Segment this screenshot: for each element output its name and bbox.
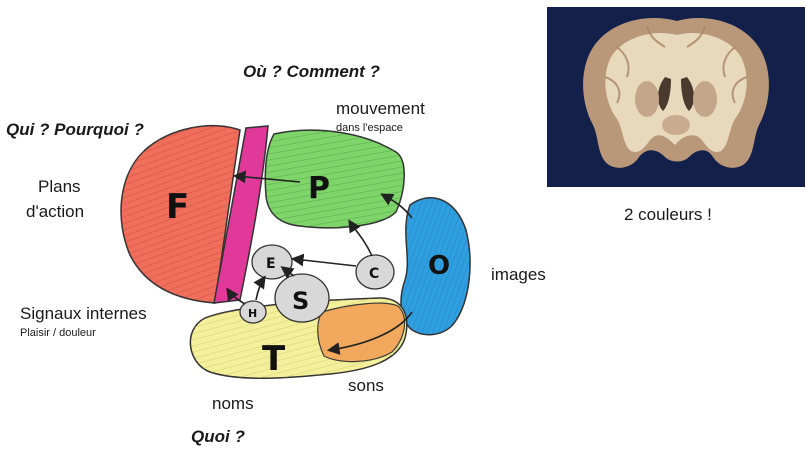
region-letter-T: T (262, 339, 286, 379)
region-letter-P: P (308, 171, 330, 206)
region-letter-S: S (292, 287, 309, 315)
auditory-area (318, 303, 405, 361)
brain-slice-photo (547, 7, 805, 187)
arrow-C-to-P (350, 222, 372, 256)
region-letter-E: E (266, 256, 276, 272)
region-letter-O: O (428, 251, 450, 281)
region-letter-F: F (166, 187, 189, 227)
region-letter-H: H (248, 307, 257, 320)
arrow-C-to-E (294, 259, 356, 266)
frontal-lobe (121, 126, 268, 303)
photo-caption: 2 couleurs ! (624, 205, 712, 225)
arrow-H-to-E (256, 278, 264, 300)
region-letter-C: C (369, 266, 379, 282)
parietal-lobe (265, 130, 404, 228)
brain-functional-diagram: F P O T S E C H (0, 0, 540, 457)
